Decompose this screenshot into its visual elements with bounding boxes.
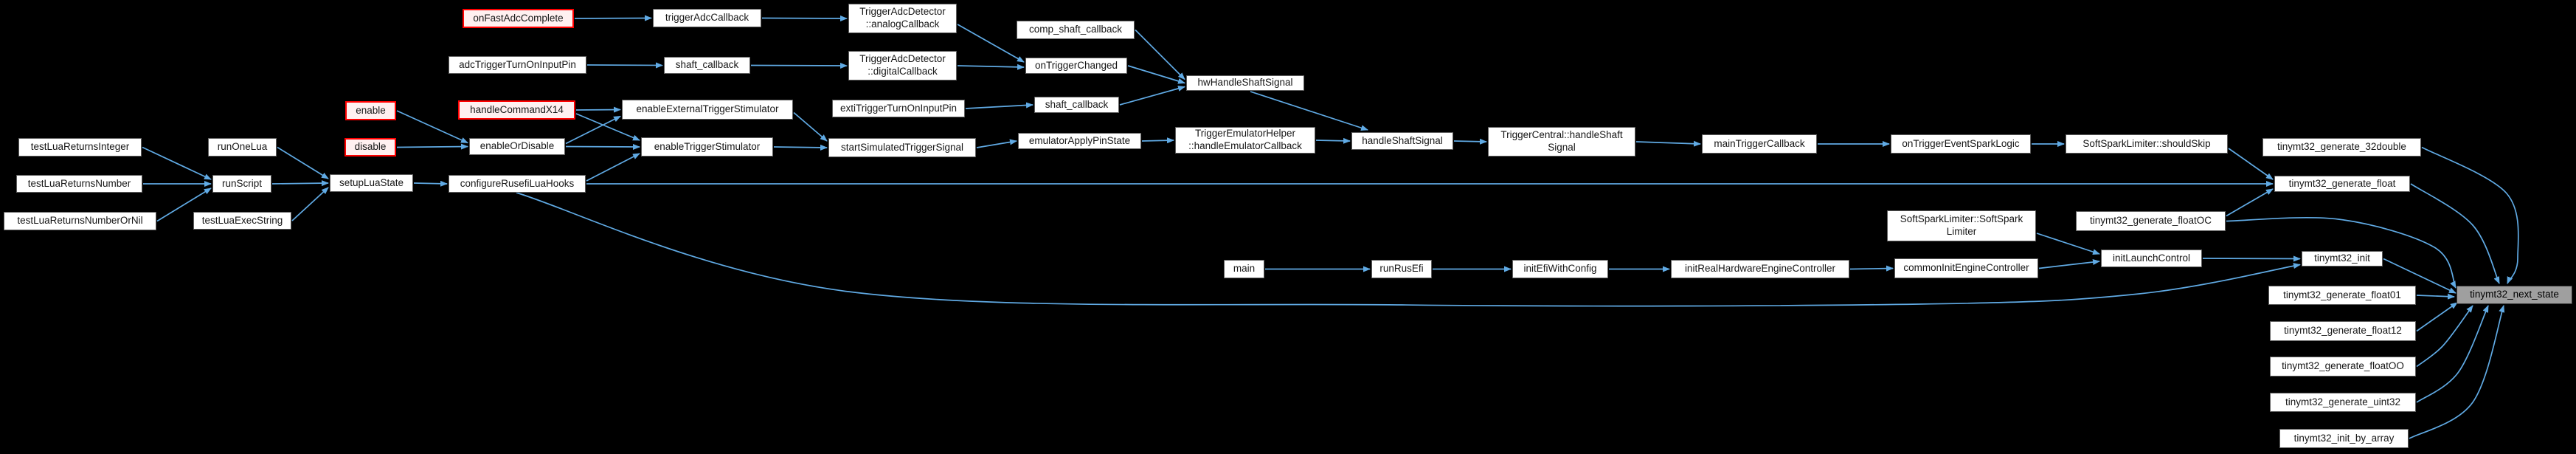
node-initLaunchControl[interactable]: initLaunchControl bbox=[2101, 250, 2202, 267]
edge-handleShaftSignal-to-TriggerCentralHandleShaftSignal bbox=[1453, 138, 1487, 145]
node-comp_shaft_callback[interactable]: comp_shaft_callback bbox=[1017, 21, 1135, 39]
edge-shouldSkip-to-tinymt32_generate_float bbox=[2228, 148, 2274, 180]
node-enableOrDisable[interactable]: enableOrDisable bbox=[469, 138, 565, 155]
edge-configureRusefiLuaHooks-to-enableTriggerStimulator bbox=[586, 153, 640, 182]
node-shaft_callback_a[interactable]: shaft_callback bbox=[664, 57, 750, 74]
edge-hwHandleShaftSignal-to-handleShaftSignal bbox=[1250, 91, 1368, 131]
node-initEfiWithConfig[interactable]: initEfiWithConfig bbox=[1512, 260, 1608, 278]
node-tinymt32_next_state[interactable]: tinymt32_next_state bbox=[2456, 286, 2572, 304]
edge-SoftSparkLimiterCtor-to-initLaunchControl bbox=[2036, 233, 2100, 255]
edge-runOneLua-to-setupLuaState bbox=[277, 146, 329, 179]
edge-onFastAdcComplete-to-triggerAdcCallback bbox=[574, 15, 652, 21]
node-tinymt32_init_by_array[interactable]: tinymt32_init_by_array bbox=[2279, 429, 2409, 448]
node-tinymt32_generate_floatOO[interactable]: tinymt32_generate_floatOO bbox=[2270, 357, 2416, 376]
node-SoftSparkLimiterCtor[interactable]: SoftSparkLimiter::SoftSpark Limiter bbox=[1887, 210, 2036, 241]
edge-tinymt32_generate_32double-to-tinymt32_next_state bbox=[2421, 146, 2519, 284]
edge-tinymt32_init-to-tinymt32_next_state bbox=[2383, 258, 2456, 294]
node-runScript[interactable]: runScript bbox=[212, 175, 271, 193]
edge-digitalCallback-to-onTriggerChanged bbox=[957, 63, 1025, 70]
node-tinymt32_generate_uint32[interactable]: tinymt32_generate_uint32 bbox=[2270, 393, 2416, 412]
node-onTriggerEventSparkLogic[interactable]: onTriggerEventSparkLogic bbox=[1891, 134, 2031, 154]
edge-tinymt32_generate_floatOC-to-tinymt32_generate_float bbox=[2226, 188, 2274, 217]
edge-tinymt32_generate_float01-to-tinymt32_next_state bbox=[2416, 293, 2455, 300]
edge-runScript-to-setupLuaState bbox=[271, 180, 329, 187]
node-configureRusefiLuaHooks[interactable]: configureRusefiLuaHooks bbox=[449, 175, 586, 193]
node-testLuaReturnsNumberOrNil[interactable]: testLuaReturnsNumberOrNil bbox=[4, 212, 156, 230]
edge-emulatorApplyPinState-to-handleEmulatorCallback bbox=[1141, 137, 1174, 144]
edge-enable-to-enableOrDisable bbox=[396, 110, 468, 144]
edge-tinymt32_generate_float-to-tinymt32_next_state bbox=[2410, 183, 2500, 284]
node-runRusEfi[interactable]: runRusEfi bbox=[1371, 260, 1432, 278]
edge-testLuaExecString-to-setupLuaState bbox=[291, 187, 329, 221]
node-tinymt32_generate_32double[interactable]: tinymt32_generate_32double bbox=[2262, 138, 2421, 157]
edge-testLuaReturnsInteger-to-runScript bbox=[142, 146, 212, 180]
edge-testLuaReturnsNumberOrNil-to-runScript bbox=[156, 188, 212, 222]
node-shaft_callback_b[interactable]: shaft_callback bbox=[1034, 97, 1119, 113]
edge-enableExternalTriggerStimulator-to-startSimulatedTriggerSignal bbox=[793, 111, 828, 142]
edge-startSimulatedTriggerSignal-to-emulatorApplyPinState bbox=[976, 139, 1017, 148]
edge-tinymt32_generate_float12-to-tinymt32_next_state bbox=[2416, 302, 2458, 332]
edge-handleEmulatorCallback-to-handleShaftSignal bbox=[1315, 137, 1351, 144]
node-enable[interactable]: enable bbox=[345, 101, 396, 120]
node-handleShaftSignal[interactable]: handleShaftSignal bbox=[1351, 132, 1453, 150]
edge-enableOrDisable-to-enableTriggerStimulator bbox=[565, 143, 640, 150]
node-enableTriggerStimulator[interactable]: enableTriggerStimulator bbox=[641, 137, 773, 157]
node-tinymt32_generate_float12[interactable]: tinymt32_generate_float12 bbox=[2270, 321, 2416, 341]
node-onTriggerChanged[interactable]: onTriggerChanged bbox=[1025, 58, 1127, 74]
node-handleCommandX14[interactable]: handleCommandX14 bbox=[458, 100, 575, 120]
node-tinymt32_init[interactable]: tinymt32_init bbox=[2302, 251, 2383, 266]
edge-shaft_callback_b-to-hwHandleShaftSignal bbox=[1119, 86, 1185, 106]
node-startSimulatedTriggerSignal[interactable]: startSimulatedTriggerSignal bbox=[828, 138, 976, 157]
edge-initLaunchControl-to-tinymt32_init bbox=[2202, 255, 2301, 262]
edge-onTriggerChanged-to-hwHandleShaftSignal bbox=[1127, 65, 1185, 84]
edge-TriggerCentralHandleShaftSignal-to-mainTriggerCallback bbox=[1635, 140, 1701, 147]
edge-tinymt32_generate_floatOC-to-tinymt32_next_state bbox=[2226, 217, 2456, 289]
edge-enableTriggerStimulator-to-startSimulatedTriggerSignal bbox=[773, 144, 828, 151]
node-tinymt32_generate_float[interactable]: tinymt32_generate_float bbox=[2274, 176, 2410, 192]
node-analogCallback[interactable]: TriggerAdcDetector ::analogCallback bbox=[848, 4, 957, 33]
node-main[interactable]: main bbox=[1224, 260, 1264, 278]
node-hwHandleShaftSignal[interactable]: hwHandleShaftSignal bbox=[1186, 75, 1304, 91]
node-testLuaReturnsInteger[interactable]: testLuaReturnsInteger bbox=[18, 138, 142, 157]
edge-triggerAdcCallback-to-analogCallback bbox=[761, 15, 848, 21]
node-disable[interactable]: disable bbox=[344, 138, 396, 157]
node-extiTriggerTurnOnInputPin[interactable]: extiTriggerTurnOnInputPin bbox=[832, 100, 965, 117]
node-enableExternalTriggerStimulator[interactable]: enableExternalTriggerStimulator bbox=[622, 100, 793, 120]
node-tinymt32_generate_float01[interactable]: tinymt32_generate_float01 bbox=[2268, 286, 2416, 305]
edge-handleCommandX14-to-enableTriggerStimulator bbox=[575, 113, 640, 141]
node-emulatorApplyPinState[interactable]: emulatorApplyPinState bbox=[1018, 133, 1141, 149]
edge-handleCommandX14-to-enableExternalTriggerStimulator bbox=[575, 106, 621, 113]
node-testLuaReturnsNumber[interactable]: testLuaReturnsNumber bbox=[16, 175, 142, 193]
node-adcTriggerTurnOnInputPin[interactable]: adcTriggerTurnOnInputPin bbox=[449, 56, 586, 74]
node-shouldSkip[interactable]: SoftSparkLimiter::shouldSkip bbox=[2066, 134, 2228, 154]
edge-enableOrDisable-to-enableExternalTriggerStimulator bbox=[565, 115, 621, 145]
node-onFastAdcComplete[interactable]: onFastAdcComplete bbox=[463, 9, 574, 28]
node-handleEmulatorCallback[interactable]: TriggerEmulatorHelper ::handleEmulatorCa… bbox=[1175, 127, 1315, 154]
node-runOneLua[interactable]: runOneLua bbox=[208, 138, 277, 157]
edge-analogCallback-to-onTriggerChanged bbox=[957, 24, 1025, 63]
node-tinymt32_generate_floatOC[interactable]: tinymt32_generate_floatOC bbox=[2076, 211, 2226, 231]
edge-comp_shaft_callback-to-hwHandleShaftSignal bbox=[1135, 29, 1185, 80]
edge-commonInitEngineController-to-initLaunchControl bbox=[2038, 259, 2100, 269]
edge-adcTriggerTurnOnInputPin-to-shaft_callback_a bbox=[586, 62, 663, 69]
node-commonInitEngineController[interactable]: commonInitEngineController bbox=[1894, 258, 2038, 278]
node-digitalCallback[interactable]: TriggerAdcDetector ::digitalCallback bbox=[848, 51, 957, 80]
node-triggerAdcCallback[interactable]: triggerAdcCallback bbox=[653, 9, 761, 27]
edge-tinymt32_generate_uint32-to-tinymt32_next_state bbox=[2416, 305, 2489, 403]
node-initRealHardwareEngineController[interactable]: initRealHardwareEngineController bbox=[1671, 260, 1849, 278]
edge-disable-to-enableOrDisable bbox=[396, 143, 468, 150]
node-testLuaExecString[interactable]: testLuaExecString bbox=[193, 212, 291, 230]
edge-configureRusefiLuaHooks-to-tinymt32_init bbox=[516, 192, 2301, 307]
edge-tinymt32_init_by_array-to-tinymt32_next_state bbox=[2409, 305, 2505, 439]
edge-setupLuaState-to-configureRusefiLuaHooks bbox=[413, 180, 448, 187]
node-setupLuaState[interactable]: setupLuaState bbox=[330, 174, 413, 192]
edge-extiTriggerTurnOnInputPin-to-shaft_callback_b bbox=[965, 102, 1033, 109]
node-TriggerCentralHandleShaftSignal[interactable]: TriggerCentral::handleShaft Signal bbox=[1488, 127, 1635, 157]
edge-tinymt32_generate_floatOO-to-tinymt32_next_state bbox=[2416, 305, 2473, 368]
node-mainTriggerCallback[interactable]: mainTriggerCallback bbox=[1702, 134, 1817, 154]
